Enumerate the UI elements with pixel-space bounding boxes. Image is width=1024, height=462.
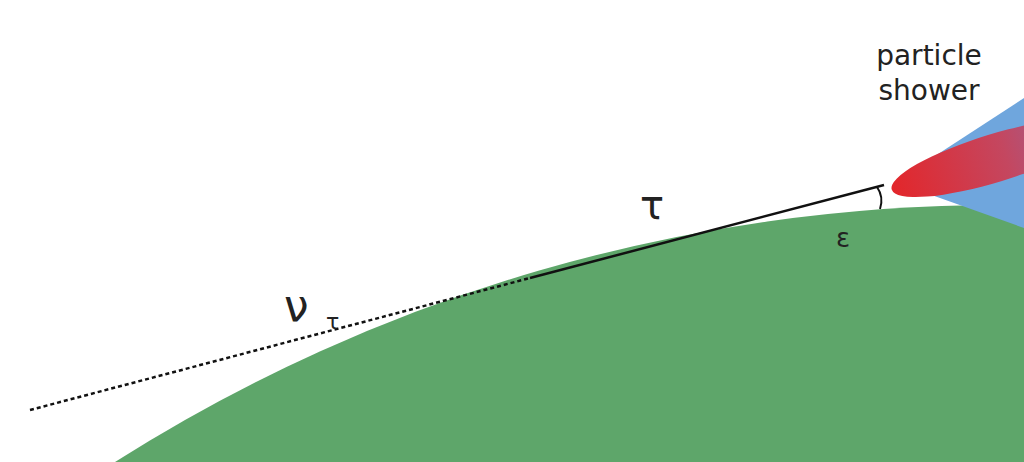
shower-core [885, 103, 1024, 212]
tau-label: τ [640, 180, 664, 230]
tau-track [530, 185, 884, 278]
neutrino-track [30, 278, 530, 410]
shower-label: particle shower [848, 38, 1010, 108]
angle-arc [877, 187, 881, 209]
angle-label: ε [836, 222, 850, 255]
neutrino-subscript: τ [326, 308, 339, 336]
neutrino-label: ν [284, 278, 309, 333]
earth-surface [115, 205, 1024, 462]
